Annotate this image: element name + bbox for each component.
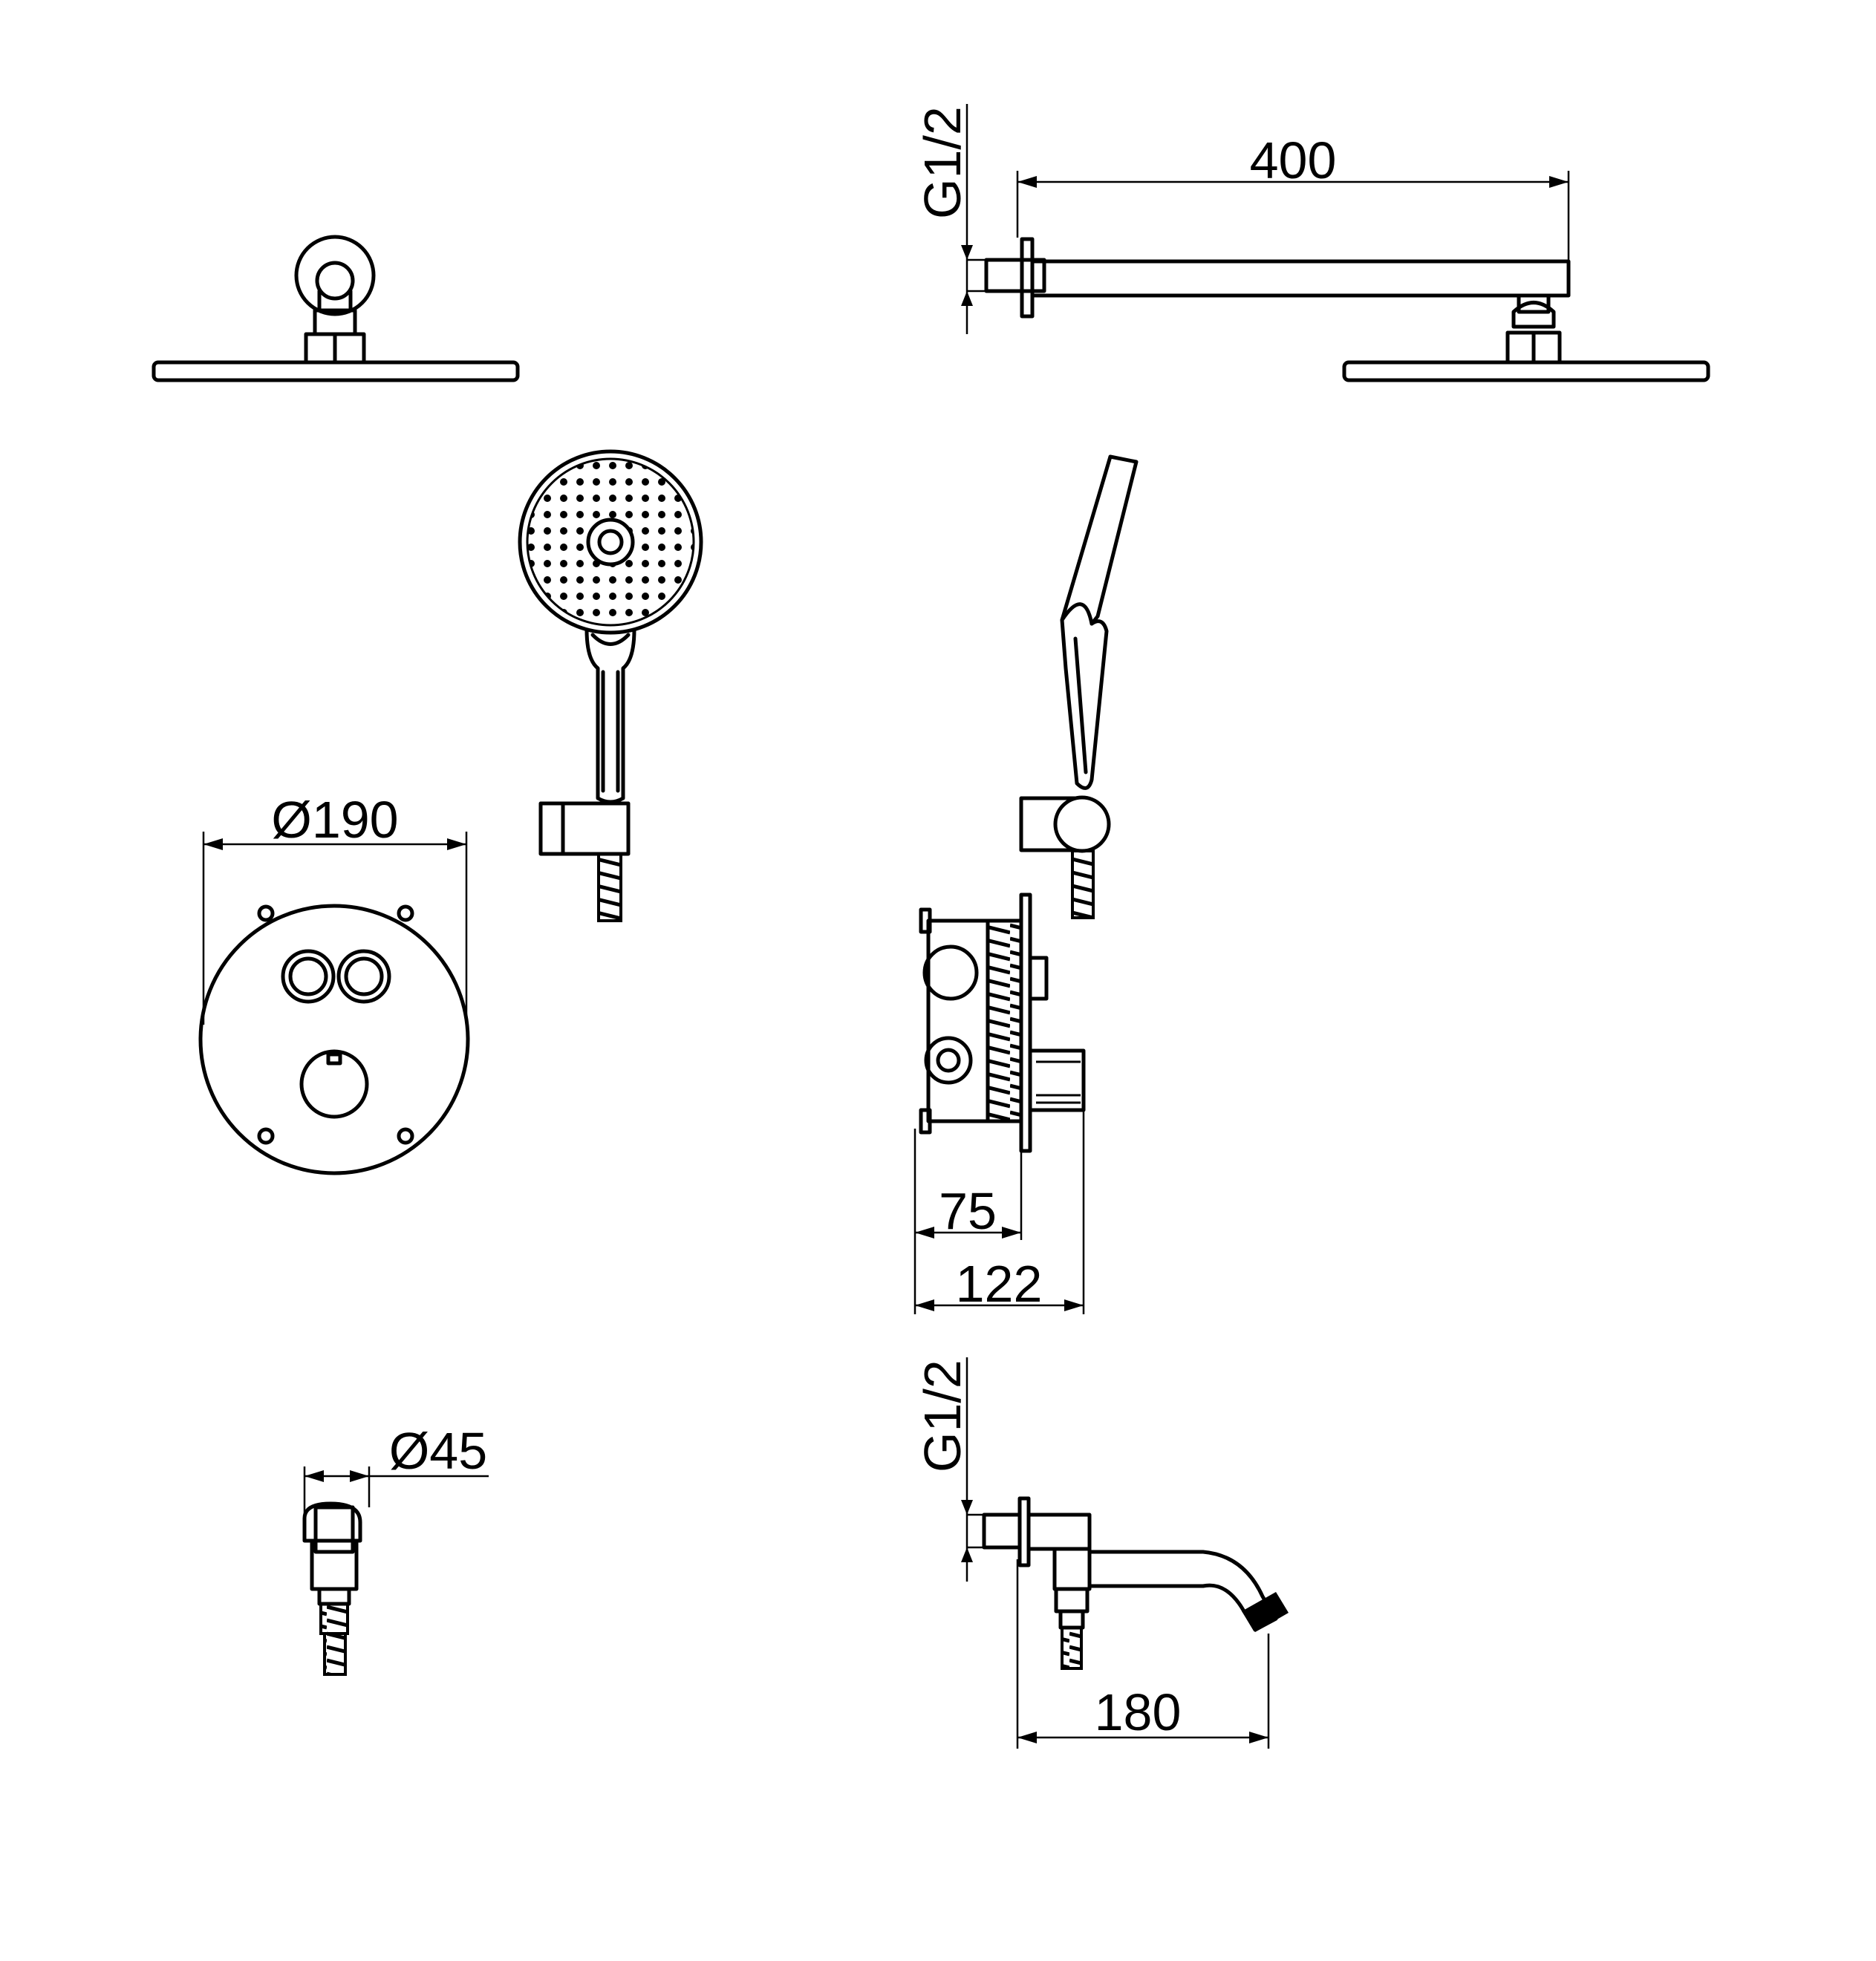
- elbow-thread: [319, 1602, 349, 1635]
- panel-plate: [198, 904, 470, 1175]
- panel-screw: [397, 1127, 414, 1145]
- arm-thread-label: G1/2: [913, 106, 971, 219]
- hand-shower-bracket: [538, 801, 631, 856]
- spout-thread-connector: [982, 1513, 1022, 1550]
- hand-shower-handle-side: [1060, 618, 1109, 790]
- shower-arm: [1030, 259, 1571, 298]
- hand-shower-front-view: [518, 449, 703, 922]
- threaded-sleeve: [986, 918, 1023, 1123]
- diverter-body: [1052, 1547, 1092, 1591]
- box-total-depth-label: 122: [956, 1255, 1043, 1313]
- swivel-ball: [1053, 795, 1111, 853]
- shower-hose-side: [1071, 849, 1095, 919]
- box-valve: [924, 1036, 973, 1085]
- concealed-box-side-view: 75 122: [913, 893, 1086, 1314]
- panel-screw: [257, 1127, 275, 1145]
- panel-diameter-label: Ø190: [271, 791, 398, 849]
- diverter-button-1: [281, 949, 336, 1004]
- shower-hose: [597, 852, 622, 922]
- panel-screw: [257, 904, 275, 922]
- elbow-flange: [302, 1501, 362, 1543]
- elbow-hose: [323, 1632, 347, 1676]
- cartridge: [1028, 1048, 1086, 1112]
- elbow-body: [310, 1539, 359, 1591]
- spout-aerator: [1242, 1592, 1289, 1632]
- rain-shower-plate: [152, 360, 520, 382]
- box-depth-label: 75: [939, 1182, 997, 1240]
- arm-thread-connector: [984, 258, 1046, 293]
- elbow-diameter-label: Ø45: [389, 1422, 487, 1480]
- bath-spout-side-view: G1/2 180: [913, 1357, 1289, 1749]
- center-nozzle: [586, 518, 635, 567]
- spout-hose: [1061, 1626, 1083, 1670]
- diverter-button-2: [336, 949, 391, 1004]
- arm-length-label: 400: [1250, 131, 1337, 189]
- hand-shower-side-view: [1019, 454, 1139, 919]
- box-port: [922, 944, 979, 1001]
- hand-shower-handle: [584, 627, 636, 804]
- rain-shower-plate-side: [1342, 360, 1710, 382]
- wall-elbow-side-view: Ø45: [302, 1422, 489, 1676]
- rain-shower-side-view: G1/2 400: [913, 104, 1710, 382]
- panel-screw: [397, 904, 414, 922]
- spout-thread-label: G1/2: [913, 1360, 971, 1472]
- temperature-knob: [299, 1049, 369, 1119]
- spout-length-label: 180: [1095, 1683, 1182, 1741]
- wall-plate: [1019, 893, 1032, 1153]
- rain-shower-front-view: [152, 235, 520, 382]
- hand-shower-head-side: [1060, 454, 1139, 626]
- hand-shower-head: [518, 449, 703, 635]
- thermostat-panel-front-view: Ø190: [198, 791, 470, 1175]
- spout-body: [1026, 1513, 1092, 1551]
- wall-flange: [294, 235, 376, 316]
